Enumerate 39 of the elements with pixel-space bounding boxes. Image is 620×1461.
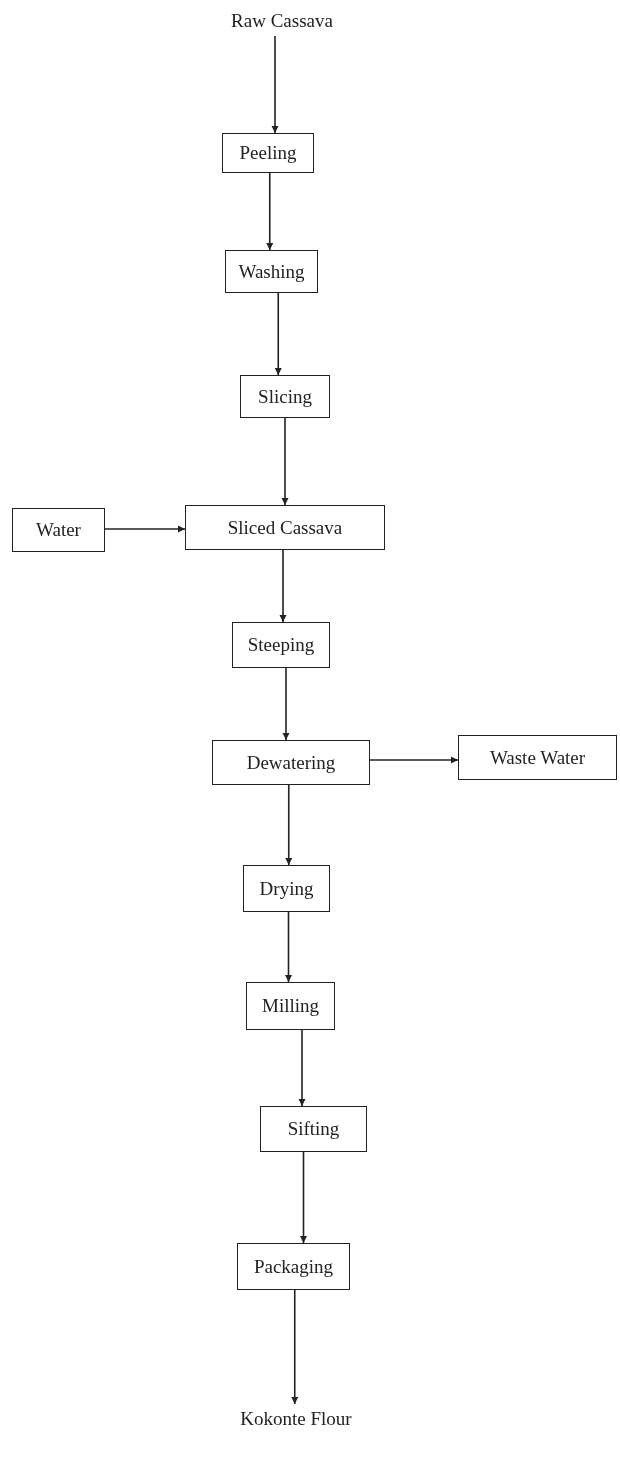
step-label: Sifting (287, 1118, 340, 1140)
step-label: Waste Water (489, 746, 586, 769)
arrow (285, 911, 292, 983)
step-label: Packaging (253, 1255, 334, 1278)
process-box (240, 375, 330, 418)
step-label: Milling (262, 995, 319, 1017)
arrow (298, 1029, 306, 1107)
step-label: Dewatering (246, 751, 336, 774)
arrow (282, 667, 290, 741)
step-label: Slicing (258, 385, 312, 408)
terminal-label: Raw Cassava (202, 6, 362, 36)
arrow (281, 417, 289, 506)
process-box (246, 982, 335, 1030)
terminal-label: Kokonte Flour (216, 1404, 376, 1434)
step-label: Peeling (239, 142, 297, 164)
process-box (232, 622, 330, 668)
process-box (12, 508, 105, 552)
arrow (271, 35, 279, 134)
arrow (300, 1151, 307, 1244)
step-label: Water (36, 519, 81, 541)
process-box (243, 865, 330, 912)
process-box (260, 1106, 367, 1152)
process-box (458, 735, 617, 780)
process-box (237, 1243, 350, 1290)
step-label: Drying (259, 877, 314, 900)
process-box (225, 250, 318, 293)
process-box (212, 740, 370, 785)
step-label: Washing (238, 260, 305, 283)
process-box (185, 505, 385, 550)
arrow (291, 1289, 299, 1405)
arrow (266, 172, 274, 251)
arrow (285, 784, 293, 866)
arrow (279, 549, 287, 623)
arrow (369, 756, 459, 764)
step-label: Sliced Cassava (227, 516, 343, 539)
step-label: Steeping (247, 634, 315, 656)
arrow (274, 292, 282, 376)
process-box (222, 133, 314, 173)
arrow (104, 525, 186, 533)
